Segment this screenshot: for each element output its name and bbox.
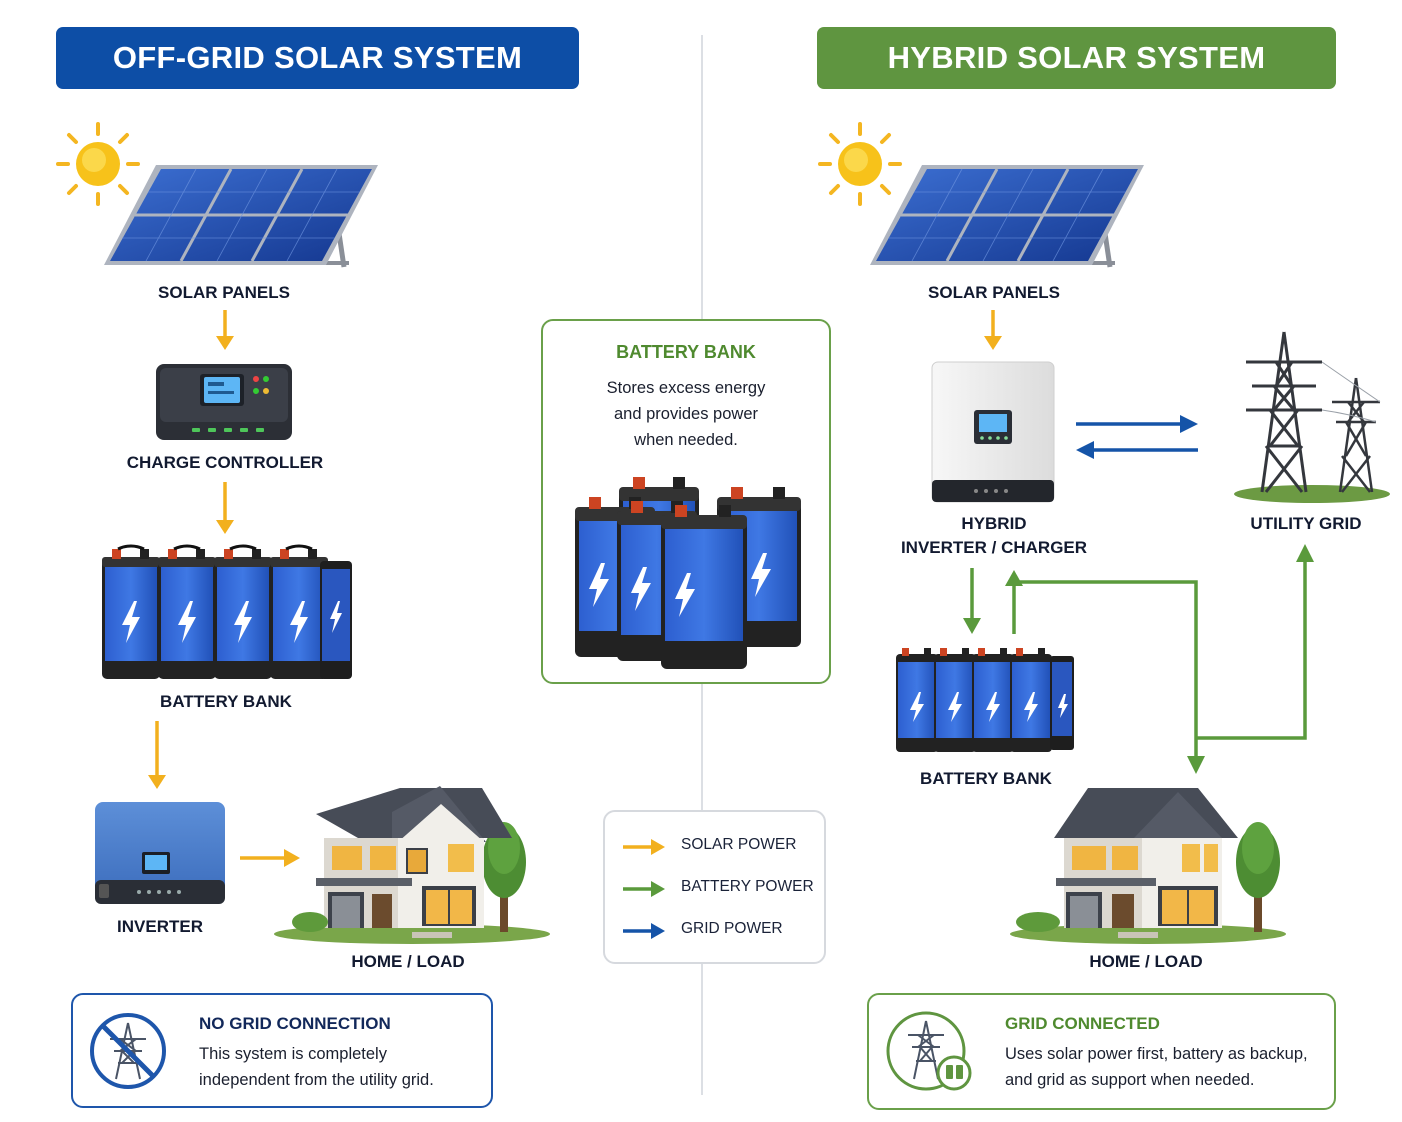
battery-flow-arrows [963, 568, 1023, 634]
power-routing-lines [1016, 544, 1314, 774]
hybrid-inverter-icon [931, 361, 1055, 503]
hybrid-solar-panels-label: SOLAR PANELS [928, 283, 1060, 302]
battery-cluster-icon [575, 477, 801, 669]
legend-solar: SOLAR POWER [605, 835, 824, 859]
charge-controller-icon [156, 364, 292, 440]
legend-battery-arrow [623, 881, 665, 897]
no-grid-line-1: This system is completely [199, 1045, 387, 1063]
legend-box: SOLAR POWER BATTERY POWER GRID POWER [603, 810, 826, 964]
legend-battery: BATTERY POWER [605, 877, 824, 901]
battery-bank-info-box: BATTERY BANK Stores excess energy and pr… [541, 319, 831, 684]
no-grid-icon [90, 1013, 166, 1089]
legend-solar-arrow [623, 839, 665, 855]
utility-grid-tower-icon [1234, 331, 1390, 503]
hybrid-inverter-label-line-2: INVERTER / CHARGER [900, 538, 1088, 557]
inverter-label: INVERTER [117, 917, 203, 936]
grid-connected-line-1: Uses solar power first, battery as backu… [1005, 1045, 1308, 1063]
hybrid-home-load-label: HOME / LOAD [1089, 952, 1203, 971]
hybrid-house-icon [1010, 788, 1286, 944]
battery-info-line-2: and provides power [613, 405, 758, 423]
battery-info-line-3: when needed. [634, 431, 738, 449]
battery-info-title: BATTERY BANK [616, 342, 756, 362]
sun-icon [56, 122, 140, 206]
battery-arrow-offgrid [148, 721, 166, 789]
solar-arrow-1 [216, 310, 234, 350]
solar-arrow-3 [240, 849, 300, 867]
grid-connected-line-2: and grid as support when needed. [1005, 1071, 1255, 1089]
no-grid-line-2: independent from the utility grid. [199, 1071, 434, 1089]
offgrid-solar-panels-label: SOLAR PANELS [158, 283, 290, 302]
solar-arrow-2 [216, 482, 234, 534]
legend-battery-label: BATTERY POWER [681, 878, 814, 895]
offgrid-battery-bank-icon [102, 544, 352, 679]
no-grid-connection-box: NO GRID CONNECTION This system is comple… [71, 993, 493, 1108]
hybrid-battery-bank-icon [896, 648, 1074, 752]
hybrid-battery-bank-label: BATTERY BANK [920, 769, 1052, 788]
grid-connected-title: GRID CONNECTED [1005, 1014, 1160, 1033]
inverter-icon [95, 802, 225, 904]
offgrid-home-load-label: HOME / LOAD [351, 952, 465, 971]
no-grid-title: NO GRID CONNECTION [199, 1014, 391, 1033]
hybrid-inverter-label-line-1: HYBRID [961, 514, 1027, 533]
sun-icon [818, 122, 902, 206]
hybrid-title: HYBRID SOLAR SYSTEM [817, 27, 1336, 89]
offgrid-battery-bank-label: BATTERY BANK [160, 692, 292, 711]
legend-grid-arrow [623, 923, 665, 939]
battery-info-line-1: Stores excess energy [606, 379, 766, 397]
offgrid-title: OFF-GRID SOLAR SYSTEM [56, 27, 579, 89]
offgrid-house-icon [274, 786, 550, 944]
charge-controller-label: CHARGE CONTROLLER [126, 453, 324, 472]
grid-connected-box: GRID CONNECTED Uses solar power first, b… [867, 993, 1336, 1110]
utility-grid-label: UTILITY GRID [1250, 514, 1362, 533]
solar-panel-icon [104, 165, 378, 268]
legend-grid-label: GRID POWER [681, 920, 783, 937]
legend-solar-label: SOLAR POWER [681, 836, 797, 853]
legend-grid: GRID POWER [605, 919, 824, 943]
solar-arrow-hybrid [984, 310, 1002, 350]
solar-panel-icon [870, 165, 1144, 268]
grid-connected-icon [886, 1011, 972, 1091]
grid-exchange-arrows [1076, 415, 1198, 459]
